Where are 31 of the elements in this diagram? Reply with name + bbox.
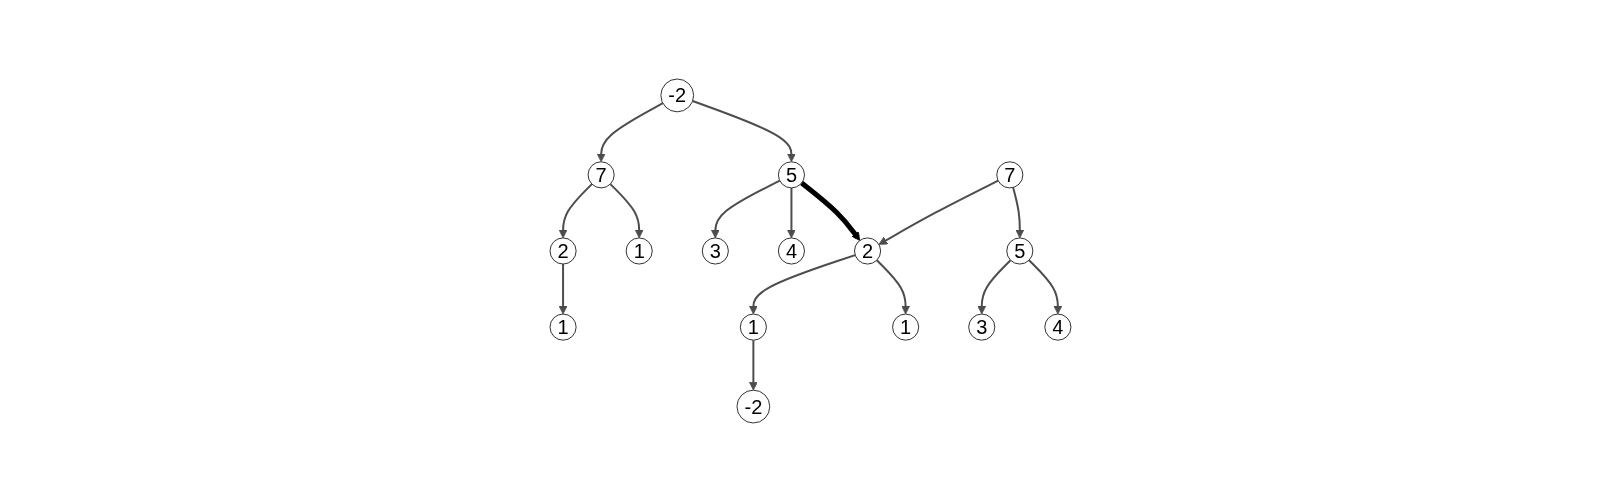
node-circle: 1 <box>625 236 653 265</box>
arrow <box>800 180 861 241</box>
arrow <box>558 262 568 314</box>
node-circle: 2 <box>854 236 882 265</box>
arrow <box>691 99 796 162</box>
node-circle: -2 <box>736 389 771 423</box>
arrow <box>609 182 644 238</box>
node-circle: 1 <box>549 313 577 341</box>
arrow <box>558 182 593 238</box>
node-circle: 3 <box>968 313 996 341</box>
arrow <box>749 338 758 391</box>
arrow <box>710 179 781 238</box>
node-circle: 7 <box>587 160 615 188</box>
node-circle: 3 <box>701 236 729 265</box>
arrow <box>878 179 1000 245</box>
node-circle: 4 <box>1044 313 1072 341</box>
arrow <box>749 253 857 314</box>
arrow <box>977 258 1012 314</box>
node-circle: 5 <box>1006 236 1034 265</box>
node-circle: -2 <box>660 78 695 112</box>
node-circle: 5 <box>777 160 806 188</box>
node-circle: 1 <box>892 313 920 341</box>
arrow <box>1028 258 1063 314</box>
arrow <box>787 186 796 238</box>
arrow <box>1012 186 1025 238</box>
node-circle: 7 <box>996 160 1024 188</box>
node-circle: 4 <box>777 236 806 265</box>
node-circle: 1 <box>739 313 767 341</box>
node-circle: 2 <box>549 236 577 265</box>
arrow <box>596 101 664 162</box>
arrow <box>875 258 911 314</box>
